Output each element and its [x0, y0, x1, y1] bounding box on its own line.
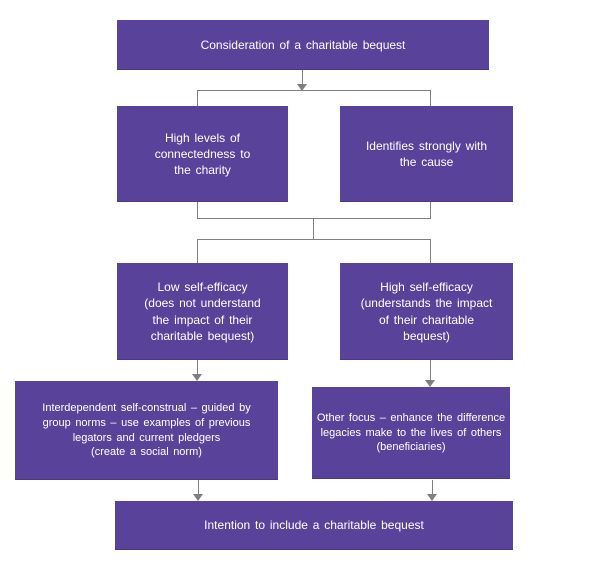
- connector-stem-right-4: [432, 480, 433, 494]
- connector-merge-bar: [197, 218, 431, 219]
- connector-drop-left-1: [197, 90, 198, 106]
- arrow-down-icon: [192, 374, 202, 381]
- node-connectedness-to-charity: High levels of connectedness to the char…: [117, 106, 288, 202]
- arrow-down-icon: [193, 494, 203, 501]
- arrow-down-icon: [427, 494, 437, 501]
- connector-rise-left: [197, 202, 198, 218]
- connector-drop-left-2: [197, 239, 198, 263]
- connector-stem-left-4: [198, 480, 199, 494]
- connector-drop-right-1: [430, 90, 431, 106]
- arrow-down-icon: [425, 380, 435, 387]
- connector-split-bar-1: [197, 90, 431, 91]
- node-identifies-with-cause: Identifies strongly with the cause: [340, 106, 513, 202]
- node-interdependent-self-construal: Interdependent self-construal – guided b…: [15, 381, 278, 480]
- connector-stem-left-3: [197, 360, 198, 374]
- connector-rise-right: [430, 202, 431, 218]
- connector-drop-right-2: [430, 239, 431, 263]
- connector-middle-stem: [313, 218, 314, 239]
- node-low-self-efficacy: Low self-efficacy (does not understand t…: [117, 263, 288, 360]
- node-other-focus: Other focus – enhance the difference leg…: [312, 387, 510, 479]
- connector-stem-right-3: [430, 360, 431, 380]
- arrow-down-icon: [297, 84, 307, 91]
- connector-top-stem: [302, 70, 303, 84]
- node-high-self-efficacy: High self-efficacy (understands the impa…: [340, 263, 513, 360]
- connector-split-bar-2: [197, 239, 431, 240]
- node-consideration-of-bequest: Consideration of a charitable bequest: [117, 20, 489, 70]
- node-intention-to-include-bequest: Intention to include a charitable beques…: [115, 501, 513, 550]
